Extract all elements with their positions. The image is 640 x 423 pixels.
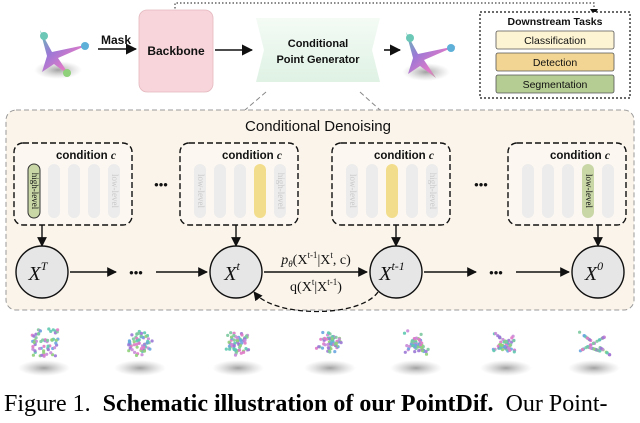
level-bar bbox=[386, 164, 398, 218]
level-bar bbox=[194, 164, 206, 218]
conditional-denoising-panel: Conditional Denoising bbox=[5, 109, 635, 311]
low-level-label: low-level bbox=[348, 174, 358, 208]
low-level-label: low-level bbox=[584, 174, 594, 208]
panel-title: Conditional Denoising bbox=[245, 118, 391, 135]
level-bar bbox=[426, 164, 438, 218]
condition-box-4: condition c low-level bbox=[507, 142, 627, 226]
reverse-transition-arc bbox=[253, 291, 379, 313]
node-xt-minus-1: Xt-1 bbox=[369, 245, 423, 299]
pointcloud-step-6 bbox=[480, 331, 532, 376]
input-airplane-pointcloud bbox=[34, 30, 90, 79]
level-bar bbox=[68, 164, 80, 218]
ellipsis-chain-2: ••• bbox=[489, 265, 503, 280]
svg-text:Xt: Xt bbox=[223, 259, 240, 285]
caption-suffix: Our Point- bbox=[505, 391, 608, 417]
low-level-label: low-level bbox=[196, 174, 206, 208]
task-classification: Classification bbox=[524, 35, 586, 47]
level-bar bbox=[542, 164, 554, 218]
condition-label: condition c bbox=[374, 150, 434, 162]
mask-arrow: Mask bbox=[98, 33, 138, 55]
backbone-block: Backbone bbox=[138, 9, 214, 93]
level-bar bbox=[48, 164, 60, 218]
condition-box-1: condition c high-level low-level bbox=[13, 142, 133, 226]
backbone-label: Backbone bbox=[147, 44, 205, 58]
task-segmentation-box bbox=[495, 74, 615, 94]
level-bar bbox=[254, 164, 266, 218]
svg-text:X0: X0 bbox=[584, 259, 603, 285]
high-level-label: high-level bbox=[30, 173, 40, 210]
condition-label: condition c bbox=[550, 150, 610, 162]
condition-box-3: condition c low-level high-level bbox=[331, 142, 451, 226]
conditional-point-generator: Conditional Point Generator bbox=[256, 18, 380, 82]
svg-text:XT: XT bbox=[28, 259, 49, 285]
generator-zoom-line-right bbox=[359, 91, 381, 111]
ellipsis-top-1: ••• bbox=[154, 177, 168, 192]
task-segmentation: Segmentation bbox=[523, 79, 588, 91]
level-bar bbox=[214, 164, 226, 218]
pointcloud-step-2 bbox=[114, 329, 166, 376]
node-xT: XT bbox=[15, 245, 69, 299]
pointcloud-step-3 bbox=[212, 331, 264, 376]
downstream-title: Downstream Tasks bbox=[508, 16, 603, 28]
level-bar bbox=[366, 164, 378, 218]
level-bar bbox=[602, 164, 614, 218]
ellipsis-chain-1: ••• bbox=[129, 265, 143, 280]
level-bar bbox=[346, 164, 358, 218]
level-bar bbox=[406, 164, 418, 218]
caption-bold: Schematic illustration of our PointDif. bbox=[102, 391, 494, 417]
pointdif-diagram: Mask Backbone Conditional Point Generato… bbox=[5, 2, 635, 376]
condition-box-2: condition c low-level high-level bbox=[179, 142, 299, 226]
level-bar bbox=[88, 164, 100, 218]
caption-prefix: Figure 1. bbox=[4, 391, 91, 417]
generator-line1: Conditional bbox=[288, 38, 349, 50]
task-detection-box bbox=[495, 52, 615, 72]
svg-text:Xt-1: Xt-1 bbox=[378, 259, 405, 285]
reverse-transition-label: q(Xt|Xt-1) bbox=[290, 277, 342, 295]
pointcloud-step-4 bbox=[304, 330, 356, 376]
node-x0: X0 bbox=[571, 245, 625, 299]
level-bar bbox=[108, 164, 120, 218]
level-bar bbox=[562, 164, 574, 218]
level-bar bbox=[27, 163, 41, 219]
condition-label: condition c bbox=[56, 150, 116, 162]
ellipsis-top-2: ••• bbox=[474, 177, 488, 192]
high-level-label: high-level bbox=[428, 173, 438, 210]
level-bar bbox=[234, 164, 246, 218]
figure-caption: Figure 1. Schematic illustration of our … bbox=[0, 386, 640, 423]
low-level-label: low-level bbox=[110, 174, 120, 208]
mask-label: Mask bbox=[101, 33, 131, 47]
node-xt: Xt bbox=[209, 245, 263, 299]
task-classification-box bbox=[495, 30, 615, 50]
task-detection: Detection bbox=[533, 57, 578, 69]
pointcloud-step-7 bbox=[568, 330, 620, 376]
generator-zoom-line-left bbox=[244, 91, 267, 111]
forward-transition-label: pθ(Xt-1|Xt, c) bbox=[280, 250, 351, 269]
high-level-label: high-level bbox=[276, 173, 286, 210]
generator-line2: Point Generator bbox=[276, 54, 360, 66]
level-bar bbox=[274, 164, 286, 218]
level-bar bbox=[522, 164, 534, 218]
pointcloud-step-5 bbox=[390, 329, 442, 376]
output-airplane-pointcloud bbox=[402, 32, 456, 81]
pointcloud-step-1 bbox=[18, 327, 70, 376]
level-bar bbox=[582, 164, 594, 218]
downstream-tasks-box: Downstream Tasks Classification Detectio… bbox=[479, 11, 631, 99]
condition-label: condition c bbox=[222, 150, 282, 162]
